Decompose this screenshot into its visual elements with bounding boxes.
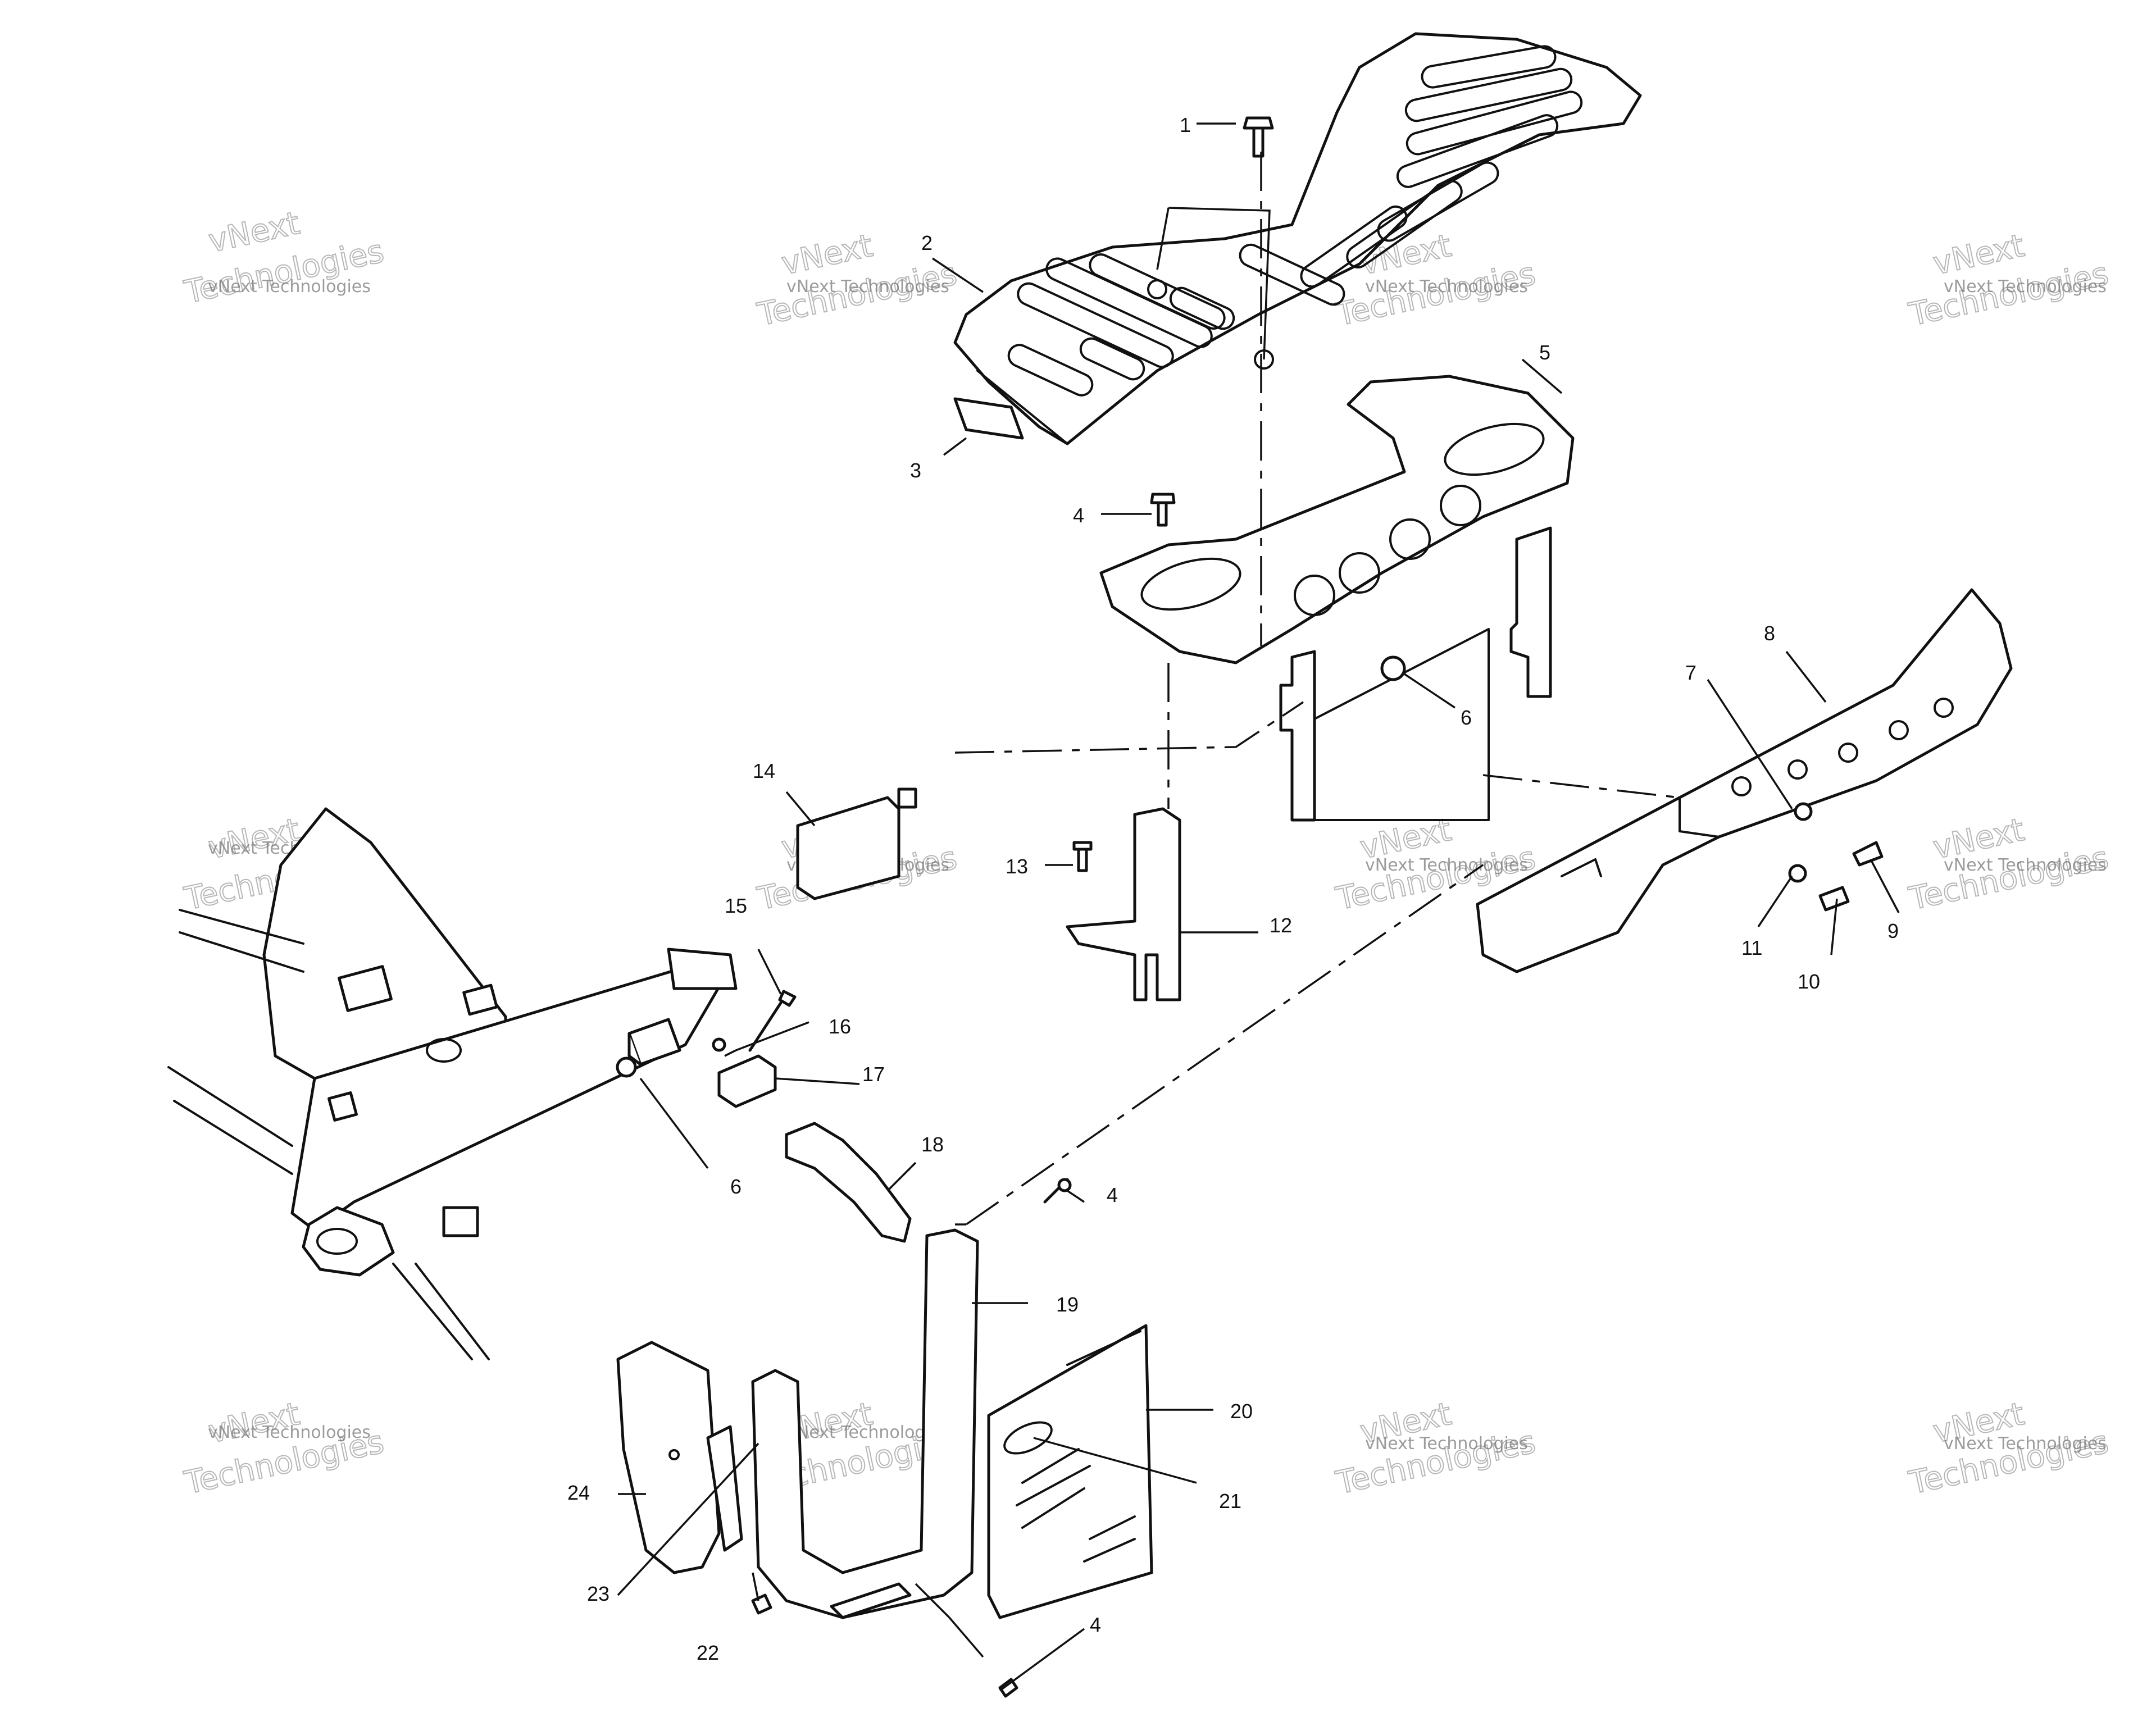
- callout-15: 15: [725, 894, 747, 917]
- screw-part-4-lower: [998, 1678, 1018, 1698]
- callout-9: 9: [1887, 919, 1899, 942]
- watermark-top-right: vNext Technologies: [1905, 227, 2112, 334]
- callout-10: 10: [1798, 970, 1820, 993]
- callout-24: 24: [567, 1481, 590, 1504]
- callout-numbers: 1 2 3 4 5 6 7 8 9 10 11 12 13 14 15 16 1…: [567, 113, 1899, 1664]
- callout-4: 4: [1073, 504, 1084, 527]
- screw-part-1: [1243, 116, 1274, 158]
- taillight-part-14: [796, 787, 917, 900]
- washer-part-16: [712, 1037, 726, 1052]
- callout-14: 14: [753, 759, 775, 782]
- callout-4-lower: 4: [1090, 1613, 1101, 1636]
- callout-12: 12: [1270, 914, 1292, 937]
- nut-part-6-lower: [616, 1056, 637, 1078]
- svg-text:vNext: vNext: [779, 227, 876, 283]
- watermark-mid-rc-text: vNext Technologies: [1365, 855, 1528, 875]
- callout-11: 11: [1741, 936, 1762, 959]
- watermark-bottom-left-text: vNext Technologies: [208, 1423, 371, 1442]
- side-flap-part-24: [616, 1341, 743, 1574]
- rack-panel-part-2: [953, 32, 1642, 445]
- bumper-part-8: [1476, 588, 2013, 973]
- callout-1: 1: [1180, 113, 1191, 136]
- callout-6: 6: [1461, 706, 1472, 729]
- screw-part-4-upper: [1150, 493, 1176, 527]
- watermark-mid-right-text: vNext Technologies: [1944, 855, 2107, 875]
- mud-flap-texture: [1016, 1330, 1141, 1563]
- mud-flap-bracket-part-19: [751, 1228, 979, 1619]
- watermark-top-center: vNext Technologies: [754, 227, 961, 334]
- center-lines: [954, 152, 1680, 1226]
- bolt-part-10: [1818, 886, 1850, 912]
- watermark-bottom-right-text: vNext Technologies: [1944, 1434, 2107, 1454]
- frame-assembly: [167, 807, 738, 1360]
- callout-6-lower: 6: [730, 1175, 742, 1198]
- callout-16: 16: [829, 1015, 851, 1038]
- callout-23: 23: [587, 1582, 609, 1605]
- rack-support-part-5: [1099, 375, 1575, 822]
- callout-5: 5: [1539, 341, 1550, 364]
- bolt-part-15: [748, 990, 797, 1052]
- callout-13: 13: [1006, 855, 1028, 878]
- watermark-top-rc-text: vNext Technologies: [1365, 277, 1528, 297]
- callout-2: 2: [921, 231, 933, 254]
- spacer-part-17: [717, 1054, 777, 1108]
- mud-flap-part-20: [987, 1324, 1153, 1619]
- watermark-bottom-rc-text: vNext Technologies: [1365, 1434, 1528, 1454]
- callout-7: 7: [1685, 661, 1696, 684]
- callout-18: 18: [921, 1133, 944, 1156]
- watermark-top-center-text: vNext Technologies: [786, 277, 949, 297]
- callout-19: 19: [1056, 1293, 1079, 1316]
- washer-part-7: [1794, 802, 1813, 821]
- callout-20: 20: [1230, 1400, 1253, 1423]
- callout-4-middle: 4: [1107, 1183, 1118, 1206]
- nut-part-6-upper: [1380, 655, 1406, 681]
- clip-part-22: [751, 1593, 772, 1615]
- screw-part-4-middle: [1043, 1178, 1072, 1204]
- spacer-block: [627, 1018, 681, 1066]
- callout-22: 22: [697, 1641, 719, 1664]
- tube-part-18: [785, 1122, 912, 1243]
- watermark-top-right-text: vNext Technologies: [1944, 277, 2107, 297]
- leader-lines: [617, 122, 1900, 1692]
- callout-17: 17: [862, 1063, 885, 1086]
- washer-part-11: [1788, 864, 1807, 883]
- watermark-top-left-text: vNext Technologies: [208, 277, 371, 297]
- callout-3: 3: [910, 459, 921, 482]
- reflector-part-3: [953, 397, 1024, 440]
- svg-text:vNext: vNext: [206, 205, 303, 260]
- screw-part-13: [1072, 841, 1093, 872]
- bracket-part-12: [1066, 807, 1181, 1001]
- bolt-part-9: [1852, 841, 1884, 867]
- callout-8: 8: [1764, 622, 1775, 645]
- rack-slots: [1007, 45, 1583, 397]
- callout-21: 21: [1219, 1490, 1241, 1513]
- svg-text:vNext: vNext: [1930, 227, 2028, 283]
